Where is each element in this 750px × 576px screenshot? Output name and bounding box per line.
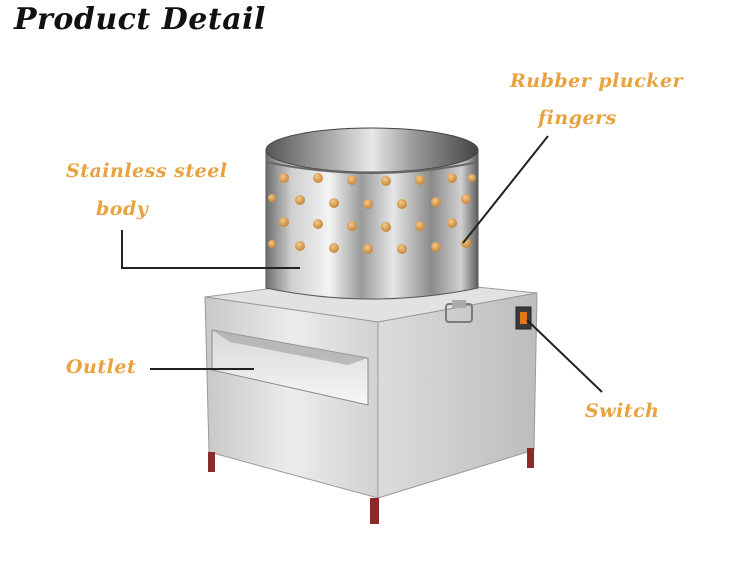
- rubber-fingers: [268, 173, 476, 254]
- label-outlet: Outlet: [66, 356, 137, 378]
- leg: [208, 452, 215, 472]
- drum-body: [265, 149, 479, 300]
- label-rubber-line1: Rubber plucker: [510, 70, 684, 92]
- label-switch: Switch: [585, 400, 660, 422]
- cabinet-side: [377, 292, 538, 499]
- leader-line-stainless: [121, 230, 300, 269]
- outlet-opening: [211, 329, 369, 406]
- label-stainless-line2: body: [96, 198, 149, 220]
- leader-line-switch: [526, 319, 603, 393]
- leg: [527, 448, 534, 468]
- label-stainless-line1: Stainless steel: [66, 160, 228, 182]
- label-rubber-line2: fingers: [538, 107, 617, 129]
- leader-line-rubber: [462, 135, 549, 244]
- drum-rim: [265, 127, 479, 173]
- leg: [370, 498, 379, 524]
- page-title: Product Detail: [14, 2, 266, 37]
